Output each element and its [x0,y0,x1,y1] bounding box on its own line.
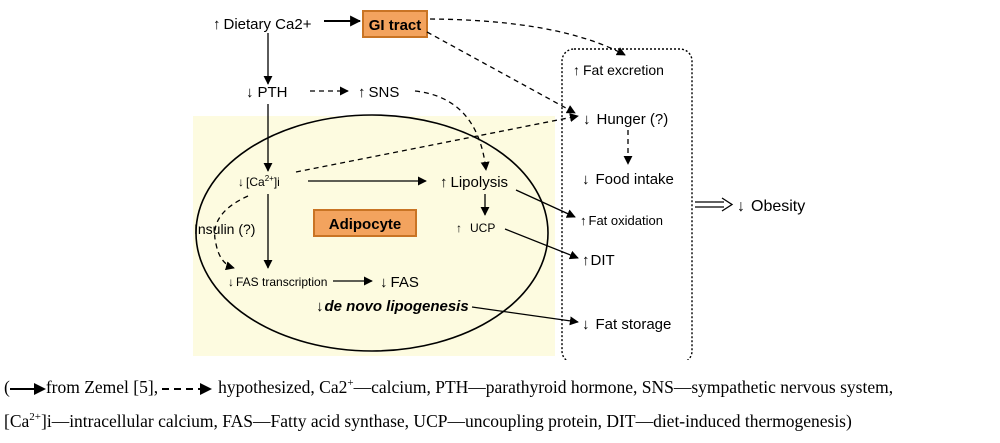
legend-solid-text: from Zemel [5], [45,377,159,397]
label-pth: ↓PTH [246,84,288,101]
label-de-novo-lipogenesis: ↓de novo lipogenesis [316,298,469,315]
outcomes-box [561,48,693,360]
label-sns: ↑SNS [358,84,399,101]
gi-tract-box [362,10,428,38]
adipocyte-box [313,209,417,237]
arrow-ucp-to-dit [504,228,579,260]
label-fat-storage: ↓Fat storage [582,316,671,333]
label-dietary-ca: ↑Dietary Ca2+ [213,16,312,33]
legend-solid-arrow [9,382,46,395]
legend-line-2: [Ca2+]i—intracellular calcium, FAS—Fatty… [4,404,994,438]
legend-open-paren: ( [4,377,10,397]
legend-ca2-superscript: 2+ [29,411,41,424]
label-insulin: Insulin (?) [194,221,255,237]
legend-dashed-text: hypothesized, Ca2 [218,377,348,397]
label-ucp: ↑UCP [456,221,495,235]
label-obesity: ↓Obesity [737,198,805,215]
label-adipocyte: Adipocyte [329,216,402,233]
arrow-lipolysis-to-fat-oxidation [515,189,576,218]
label-hunger: ↓Hunger (?) [583,111,668,128]
arrow-cai-to-fas-transcription-via-insulin [214,195,249,271]
label-fat-oxidation: ↑Fat oxidation [580,213,663,228]
label-fas-transcription: ↓FAS transcription [228,275,327,289]
label-intracellular-calcium: ↓[Ca2+]i [238,174,280,189]
legend-caption: ( from Zemel [5], hypothesized, Ca2+—calci… [4,370,994,438]
double-arrow-head [721,197,734,212]
label-fat-excretion: ↑Fat excretion [573,62,664,78]
arrow-gi-to-fat-excretion [429,18,626,56]
label-fas: ↓FAS [380,274,419,291]
arrow-cai-to-hunger [295,113,579,173]
label-gi-tract: GI tract [369,17,422,34]
label-lipolysis: ↑Lipolysis [440,174,508,191]
legend-line-1-rest: —calcium, PTH—parathyroid hormone, SNS—s… [353,377,894,397]
label-dit: ↑DIT [582,252,615,269]
arrow-sns-to-lipolysis [414,90,490,171]
legend-ca-open: [Ca [4,411,30,431]
arrow-gi-to-hunger [426,31,576,114]
legend-line-1: ( from Zemel [5], hypothesized, Ca2+—calci… [4,370,994,404]
legend-dashed-arrow [162,382,213,395]
pathway-diagram: ↑Dietary Ca2+ GI tract ↓PTH ↑SNS ↓[Ca2+]… [193,10,805,360]
label-food-intake: ↓Food intake [582,171,674,188]
arrow-denovo-to-fat-storage [471,306,579,326]
legend-line-2-rest: ]i—intracellular calcium, FAS—Fatty acid… [41,411,852,431]
legend-ca-superscript: + [347,377,354,390]
